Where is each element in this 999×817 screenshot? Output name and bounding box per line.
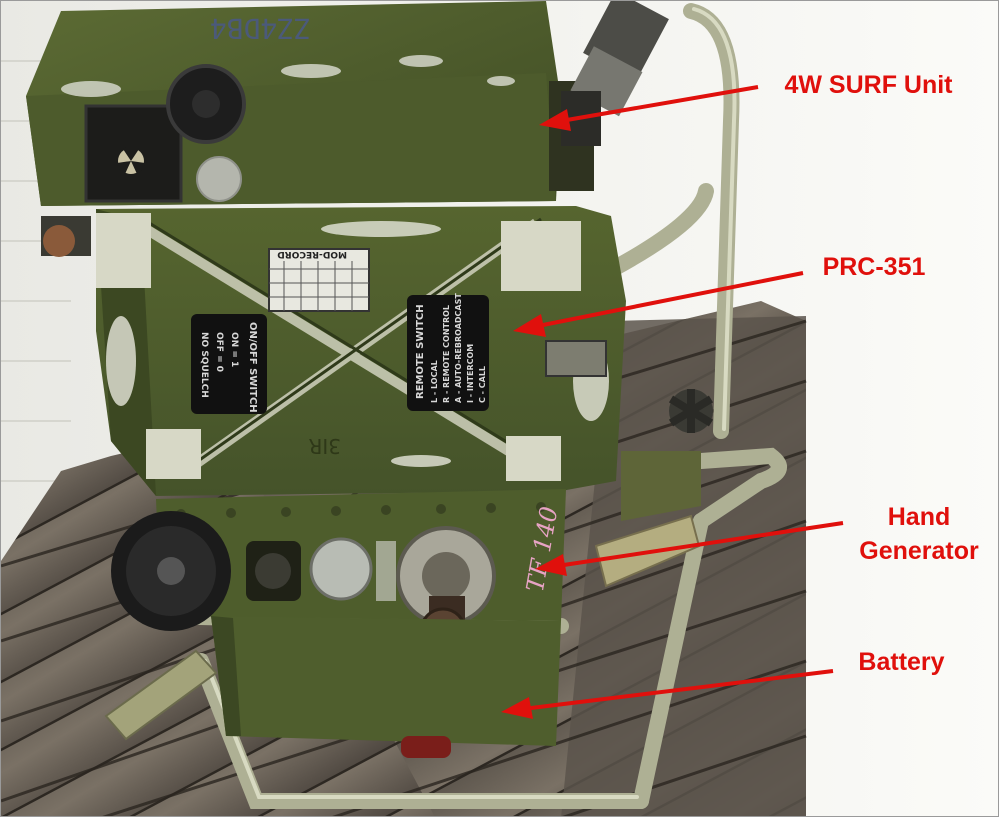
on-off-title: ON/OFF SWITCH: [247, 322, 258, 413]
latch: [545, 340, 607, 377]
label-generator: Generator: [859, 537, 979, 565]
remote-line-1: L - LOCAL: [430, 360, 439, 403]
on-off-line-1: ON = 1: [229, 332, 239, 367]
remote-title: REMOTE SWITCH: [415, 304, 426, 399]
antenna-connector: [561, 1, 669, 146]
channel-title: MOD-RECORD: [277, 249, 347, 259]
surf-black-panel: [84, 104, 183, 203]
on-off-plate: ON/OFF SWITCH ON = 1 OFF = 0 NO SQUELCH: [191, 314, 267, 414]
label-hand: Hand: [887, 503, 951, 531]
label-4w-surf-unit: 4W SURF Unit: [784, 71, 953, 99]
remote-line-3: A - AUTO-REBROADCAST: [454, 293, 463, 403]
surf-round-plate: [196, 156, 242, 202]
on-off-line-2: OFF = 0: [214, 332, 224, 372]
generator-gauge: [309, 537, 373, 601]
label-battery: Battery: [858, 648, 945, 676]
webbing-strap-left: [104, 649, 218, 741]
remote-line-4: I - INTERCOM: [466, 344, 475, 403]
remote-switch-plate: REMOTE SWITCH L - LOCAL R - REMOTE CONTR…: [407, 293, 489, 411]
remote-line-2: R - REMOTE CONTROL: [442, 305, 451, 403]
annotation-arrows: [501, 85, 844, 719]
hand-generator: TF 140: [111, 489, 566, 655]
battery-unit: [211, 616, 561, 758]
on-off-line-3: NO SQUELCH: [199, 332, 209, 398]
channel-chart: MOD-RECORD: [268, 248, 370, 312]
stencil-mark: 3IR: [308, 434, 341, 458]
surf-unit: ZZ4DB4: [26, 1, 594, 206]
remote-line-5: C - CALL: [478, 366, 487, 403]
label-prc-351: PRC-351: [822, 253, 926, 281]
top-marking: ZZ4DB4: [210, 12, 311, 45]
frame-knob: [621, 389, 714, 521]
prc-351-unit: MOD-RECORD ON/OFF SWITCH ON = 1 OFF = 0 …: [41, 206, 626, 496]
